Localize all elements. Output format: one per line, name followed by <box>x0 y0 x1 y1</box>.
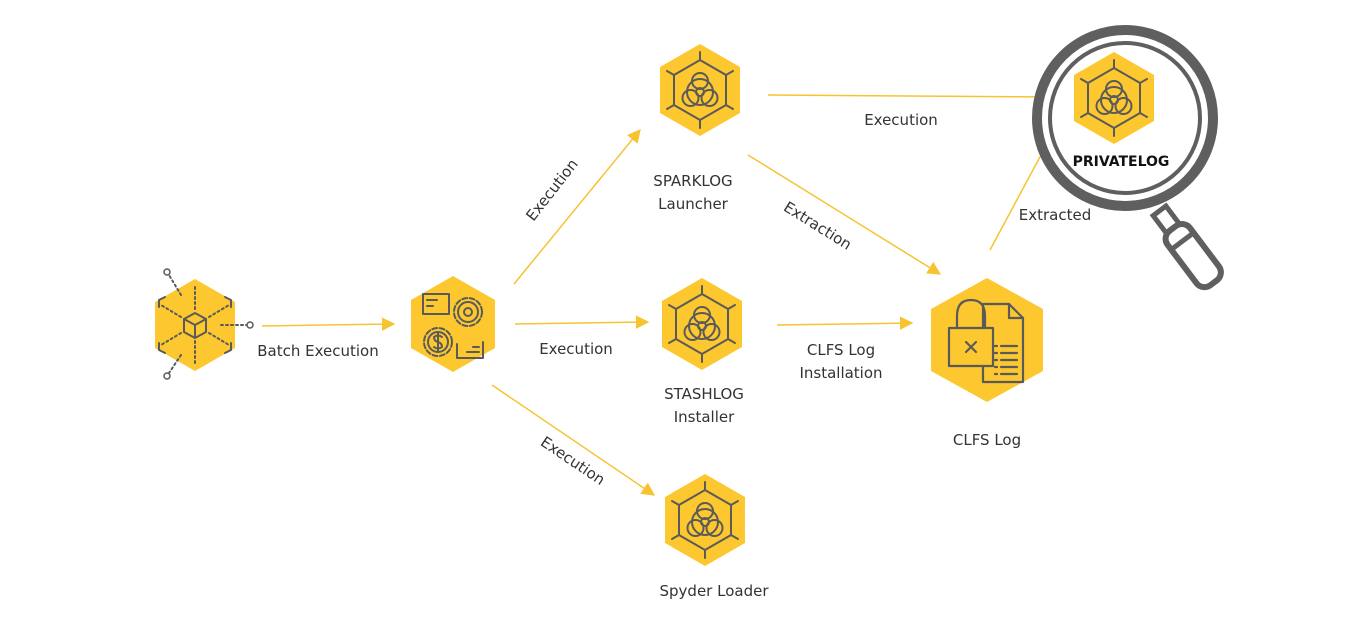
privatelog-label: PRIVATELOG <box>1073 154 1170 170</box>
sparklog-label-line2: Launcher <box>658 195 729 213</box>
gears-script-icon <box>411 276 495 372</box>
arrow-source-to-batch <box>261 317 396 331</box>
privatelog-node: PRIVATELOG <box>1032 25 1224 291</box>
source-node <box>155 268 254 380</box>
stashlog-label-line1: STASHLOG <box>664 385 744 403</box>
arrow-batch-to-spyder <box>491 384 656 496</box>
edge-label-extracted: Extracted <box>1019 206 1091 224</box>
edge-label-clfs-install-line2: Installation <box>799 364 882 382</box>
arrow-sparklog-to-clfs <box>747 154 942 275</box>
edge-label-exec-to-spyder: Execution <box>537 433 608 489</box>
connectors <box>261 90 1054 496</box>
sparklog-label-line1: SPARKLOG <box>653 172 732 190</box>
edge-label-clfs-install-line1: CLFS Log <box>807 341 875 359</box>
spyder-node: Spyder Loader <box>660 473 770 600</box>
clfs-node <box>931 278 1043 402</box>
edge-label-exec-to-stashlog: Execution <box>539 340 613 358</box>
edge-label-sparklog-to-privatelog: Execution <box>864 111 938 129</box>
batch-node <box>411 276 495 372</box>
biohazard-icon <box>661 277 743 371</box>
cube-network-icon <box>155 268 254 380</box>
arrow-batch-to-stashlog <box>514 315 650 329</box>
arrow-batch-to-sparklog <box>513 128 641 285</box>
stashlog-label-line2: Installer <box>674 408 735 426</box>
clfs-label: CLFS Log <box>953 431 1021 449</box>
arrow-stashlog-to-clfs <box>776 316 914 330</box>
biohazard-icon <box>659 43 741 137</box>
edge-label-batch-execution: Batch Execution <box>257 342 379 360</box>
spyder-label: Spyder Loader <box>660 582 770 600</box>
arrow-sparklog-to-privatelog <box>767 90 1054 104</box>
edge-label-exec-to-sparklog: Execution <box>522 155 582 224</box>
sparklog-node: SPARKLOG Launcher <box>653 43 741 213</box>
biohazard-icon <box>664 473 746 567</box>
stashlog-node: STASHLOG Installer <box>661 277 744 426</box>
arrow-clfs-to-privatelog <box>989 140 1049 251</box>
locked-document-icon <box>931 278 1043 402</box>
edge-label-sparklog-extraction: Extraction <box>780 198 854 254</box>
